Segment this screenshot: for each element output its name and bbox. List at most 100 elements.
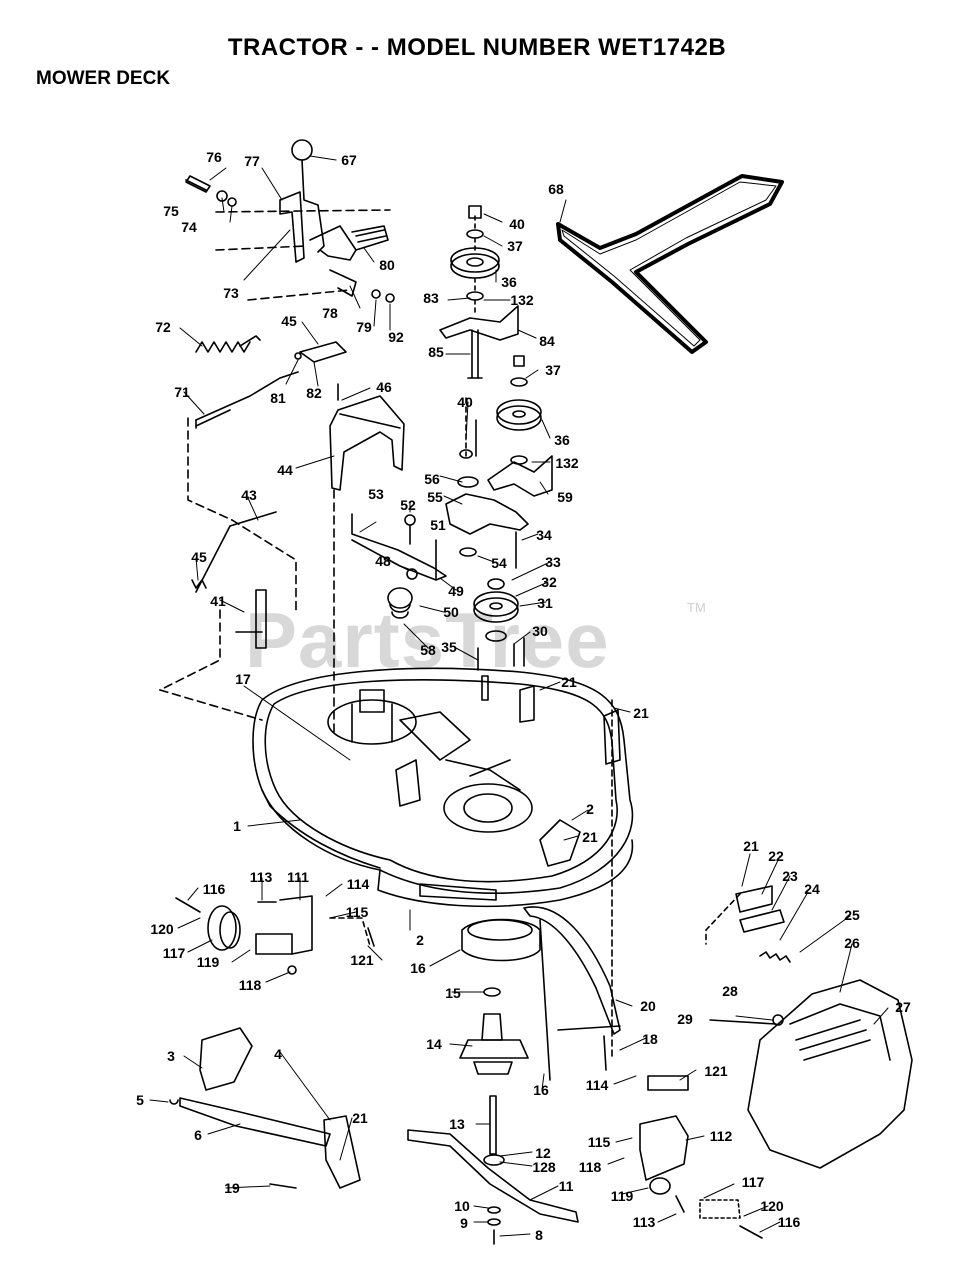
diagram-title: TRACTOR - - MODEL NUMBER WET1742B: [227, 34, 727, 61]
callout-33: 33: [545, 554, 561, 570]
callout-132: 132: [510, 292, 534, 308]
callout-48: 48: [375, 553, 391, 569]
callout-54: 54: [491, 555, 507, 571]
callout-84: 84: [539, 333, 555, 349]
callout-34: 34: [536, 527, 552, 543]
callout-21: 21: [743, 838, 759, 854]
callout-59: 59: [557, 489, 573, 505]
callout-21: 21: [582, 829, 598, 845]
callout-20: 20: [640, 998, 656, 1014]
callout-24: 24: [804, 881, 820, 897]
callout-6: 6: [194, 1127, 202, 1143]
watermark: PartsTree: [245, 596, 610, 684]
callout-71: 71: [174, 384, 190, 400]
callout-81: 81: [270, 390, 286, 406]
callout-50: 50: [443, 604, 459, 620]
callout-73: 73: [223, 285, 239, 301]
discharge-chute: [709, 979, 913, 1169]
callout-117: 117: [741, 1174, 765, 1190]
callout-114: 114: [346, 876, 370, 892]
callout-74: 74: [181, 219, 197, 235]
callout-12: 12: [535, 1145, 551, 1161]
callout-79: 79: [356, 319, 372, 335]
lift-springs-and-rods: [159, 335, 347, 691]
lift-lever-assembly: [185, 139, 395, 303]
callout-40: 40: [509, 216, 525, 232]
callout-115: 115: [587, 1134, 611, 1150]
callout-111: 111: [287, 869, 309, 885]
callout-116: 116: [777, 1214, 801, 1230]
callout-41: 41: [210, 593, 226, 609]
callout-45: 45: [281, 313, 297, 329]
callout-56: 56: [424, 471, 440, 487]
callout-21: 21: [352, 1110, 368, 1126]
gauge-wheel-bracket-left: [175, 895, 375, 975]
callout-3: 3: [167, 1048, 175, 1064]
callout-76: 76: [206, 149, 222, 165]
callout-15: 15: [445, 985, 461, 1001]
callout-51: 51: [430, 517, 446, 533]
idler-plate-assembly: [445, 476, 529, 701]
watermark-trademark: TM: [687, 600, 706, 615]
callout-112: 112: [709, 1128, 733, 1144]
callout-68: 68: [548, 181, 564, 197]
callout-31: 31: [537, 595, 553, 611]
gauge-wheel-bracket-right: [639, 1075, 763, 1239]
callout-49: 49: [448, 583, 464, 599]
callout-29: 29: [677, 1011, 693, 1027]
front-hitch-bracket: [705, 885, 791, 963]
callout-16: 16: [533, 1082, 549, 1098]
callout-121: 121: [704, 1063, 728, 1079]
callout-80: 80: [379, 257, 395, 273]
callout-13: 13: [449, 1116, 465, 1132]
callout-58: 58: [420, 642, 436, 658]
callout-21: 21: [633, 705, 649, 721]
callout-117: 117: [162, 945, 186, 961]
callout-16: 16: [410, 960, 426, 976]
callout-46: 46: [376, 379, 392, 395]
drive-pulley-stack: [439, 205, 519, 379]
callout-116: 116: [202, 881, 226, 897]
callout-119: 119: [610, 1188, 634, 1204]
callout-10: 10: [454, 1198, 470, 1214]
callout-36: 36: [554, 432, 570, 448]
callout-82: 82: [306, 385, 322, 401]
callout-128: 128: [532, 1159, 556, 1175]
callout-25: 25: [844, 907, 860, 923]
callout-120: 120: [760, 1198, 784, 1214]
callout-23: 23: [782, 868, 798, 884]
callout-8: 8: [535, 1227, 543, 1243]
callout-92: 92: [388, 329, 404, 345]
callout-55: 55: [427, 489, 443, 505]
callout-118: 118: [578, 1159, 602, 1175]
callout-leaders: [149, 155, 889, 1237]
callout-85: 85: [428, 344, 444, 360]
callout-115: 115: [345, 904, 369, 920]
callout-26: 26: [844, 935, 860, 951]
callout-18: 18: [642, 1031, 658, 1047]
callout-40: 40: [457, 394, 473, 410]
callout-1: 1: [233, 818, 241, 834]
callout-45: 45: [191, 549, 207, 565]
deck-lift-arms: [169, 1027, 361, 1189]
spindle-and-blade: [407, 918, 579, 1245]
callout-53: 53: [368, 486, 384, 502]
callout-11: 11: [558, 1178, 574, 1194]
callout-113: 113: [632, 1214, 656, 1230]
callout-35: 35: [441, 639, 457, 655]
callout-114: 114: [585, 1077, 609, 1093]
callout-44: 44: [277, 462, 293, 478]
drive-belt: [556, 174, 784, 354]
callout-14: 14: [426, 1036, 442, 1052]
callout-32: 32: [541, 574, 557, 590]
callout-30: 30: [532, 623, 548, 639]
callout-52: 52: [400, 497, 416, 513]
callout-28: 28: [722, 983, 738, 999]
callout-17: 17: [235, 671, 251, 687]
callout-4: 4: [274, 1046, 282, 1062]
callout-77: 77: [244, 153, 260, 169]
callout-5: 5: [136, 1092, 144, 1108]
callout-120: 120: [150, 921, 174, 937]
callout-78: 78: [322, 305, 338, 321]
